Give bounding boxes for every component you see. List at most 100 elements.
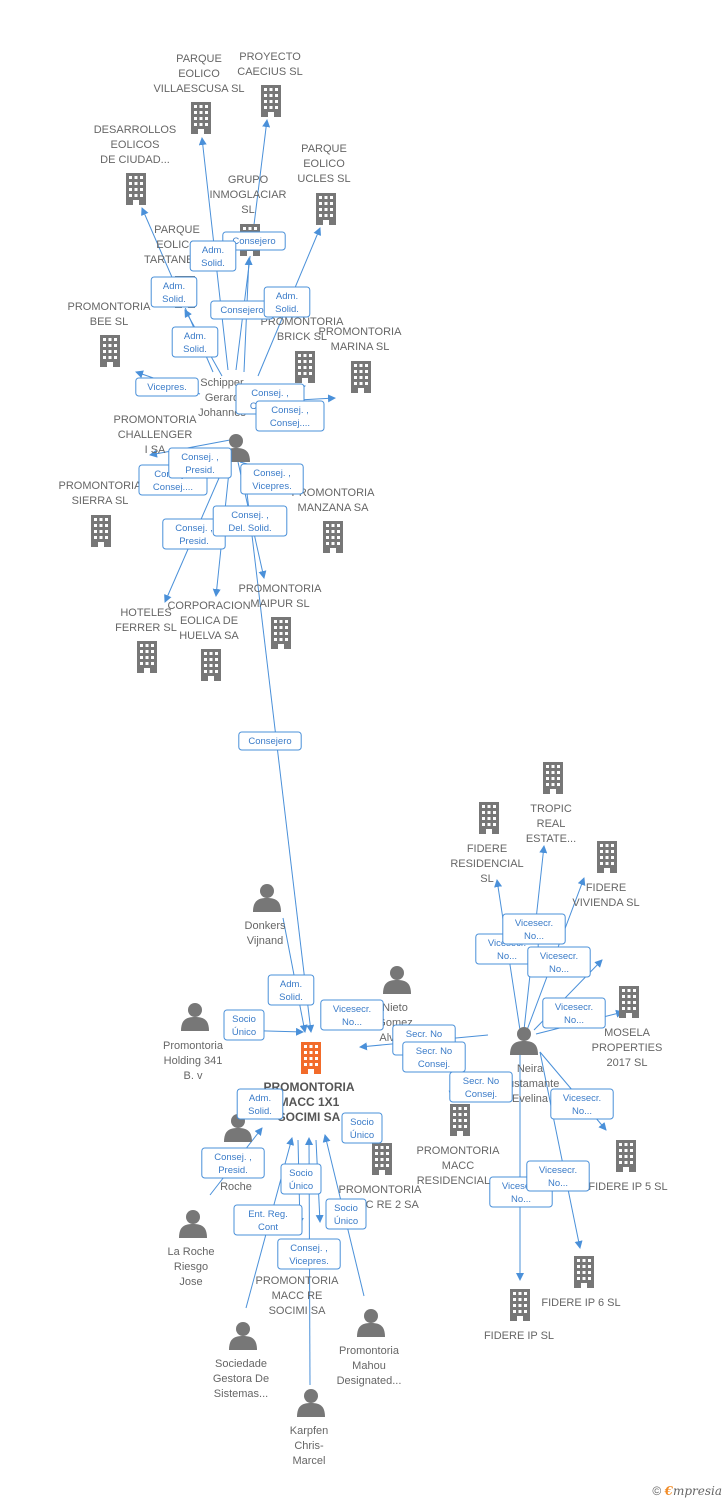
edge-label-line: Vicesecr. — [502, 1181, 540, 1192]
node-label-line: RESIDENCIAL... — [417, 1175, 500, 1187]
edge-label[interactable]: Vicesecr.No... — [527, 946, 591, 978]
edge-label[interactable]: Adm.Solid. — [263, 286, 311, 318]
node-fidere-ip-5[interactable]: FIDERE IP 5 SL — [588, 1140, 668, 1193]
edge-label[interactable]: Adm.Solid. — [189, 240, 237, 272]
edge-label[interactable]: Adm.Solid. — [267, 974, 315, 1006]
edge-label[interactable]: Vicesecr.No... — [550, 1088, 614, 1120]
node-fidere-ip[interactable]: FIDERE IP SL — [484, 1289, 554, 1342]
edge-label-line: No... — [342, 1017, 362, 1028]
node-label-line: BRICK SL — [277, 331, 327, 343]
edge-label-line: Cont — [258, 1222, 278, 1233]
edge-label-text: Vicesecr.No... — [539, 1165, 577, 1189]
edge-label[interactable]: Adm.Solid. — [171, 326, 219, 358]
edge-label-text: Vicesecr.No... — [555, 1002, 593, 1026]
node-label-line: PARQUE — [154, 224, 200, 236]
building-icon — [100, 335, 120, 367]
node-fidere-ip-6[interactable]: FIDERE IP 6 SL — [541, 1256, 621, 1309]
node-label-line: EOLICO — [178, 68, 220, 80]
edge-label-text: Ent. Reg.Cont — [248, 1209, 288, 1233]
edge-label-text: Consejero — [248, 736, 291, 747]
edge-label[interactable]: Consej. ,Del. Solid. — [212, 505, 288, 537]
edge-label[interactable]: Consej. ,Vicepres. — [277, 1238, 341, 1270]
edge-label[interactable]: Consejero — [238, 731, 302, 751]
edge-label[interactable]: Vicepres. — [135, 377, 199, 397]
edge-label-text: Vicepres. — [147, 382, 186, 393]
edge-label[interactable]: Consej. ,Vicepres. — [240, 463, 304, 495]
edge-label-box — [502, 913, 566, 945]
edge-label-line: Socio — [350, 1117, 374, 1128]
node-label-line: DE CIUDAD... — [100, 154, 170, 166]
edge-label-box — [135, 377, 199, 397]
edge-label[interactable]: Vicesecr.No... — [502, 913, 566, 945]
building-icon — [271, 617, 291, 649]
edge-label[interactable]: Consej. ,Presid. — [168, 447, 232, 479]
edge-label[interactable]: Adm.Solid. — [150, 276, 198, 308]
edge-label-line: Vicesecr. — [539, 1165, 577, 1176]
edge-label-text: Vicesecr.No... — [333, 1004, 371, 1028]
node-label-line: EOLICA DE — [180, 615, 238, 627]
brand-initial: € — [664, 1484, 673, 1498]
node-roche[interactable]: Roche — [220, 1114, 252, 1193]
edge-label[interactable]: Consej. ,Consej.... — [255, 400, 325, 432]
node-label-line: 2017 SL — [607, 1057, 648, 1069]
edge-label[interactable]: Ent. Reg.Cont — [233, 1204, 303, 1236]
edge-label[interactable]: Vicesecr.No... — [320, 999, 384, 1031]
edge-label-text: Consej. ,Vicepres. — [289, 1243, 328, 1267]
edge-label[interactable]: Vicesecr.No... — [526, 1160, 590, 1192]
node-label-line: UCLES SL — [297, 173, 350, 185]
building-icon — [616, 1140, 636, 1172]
brand-logo[interactable]: €mpresia — [665, 1484, 722, 1498]
edge-label[interactable]: Vicesecr.No... — [542, 997, 606, 1029]
node-label-line: Chris- — [294, 1440, 324, 1452]
edge-label-text: Adm.Solid. — [183, 331, 207, 355]
person-icon — [253, 884, 281, 912]
edge-label[interactable]: Adm.Solid. — [236, 1088, 284, 1120]
edge-label[interactable]: Consej. ,Presid. — [201, 1147, 265, 1179]
node-label: FIDERE IP SL — [484, 1330, 554, 1342]
edge-label-line: Adm. — [280, 979, 302, 990]
